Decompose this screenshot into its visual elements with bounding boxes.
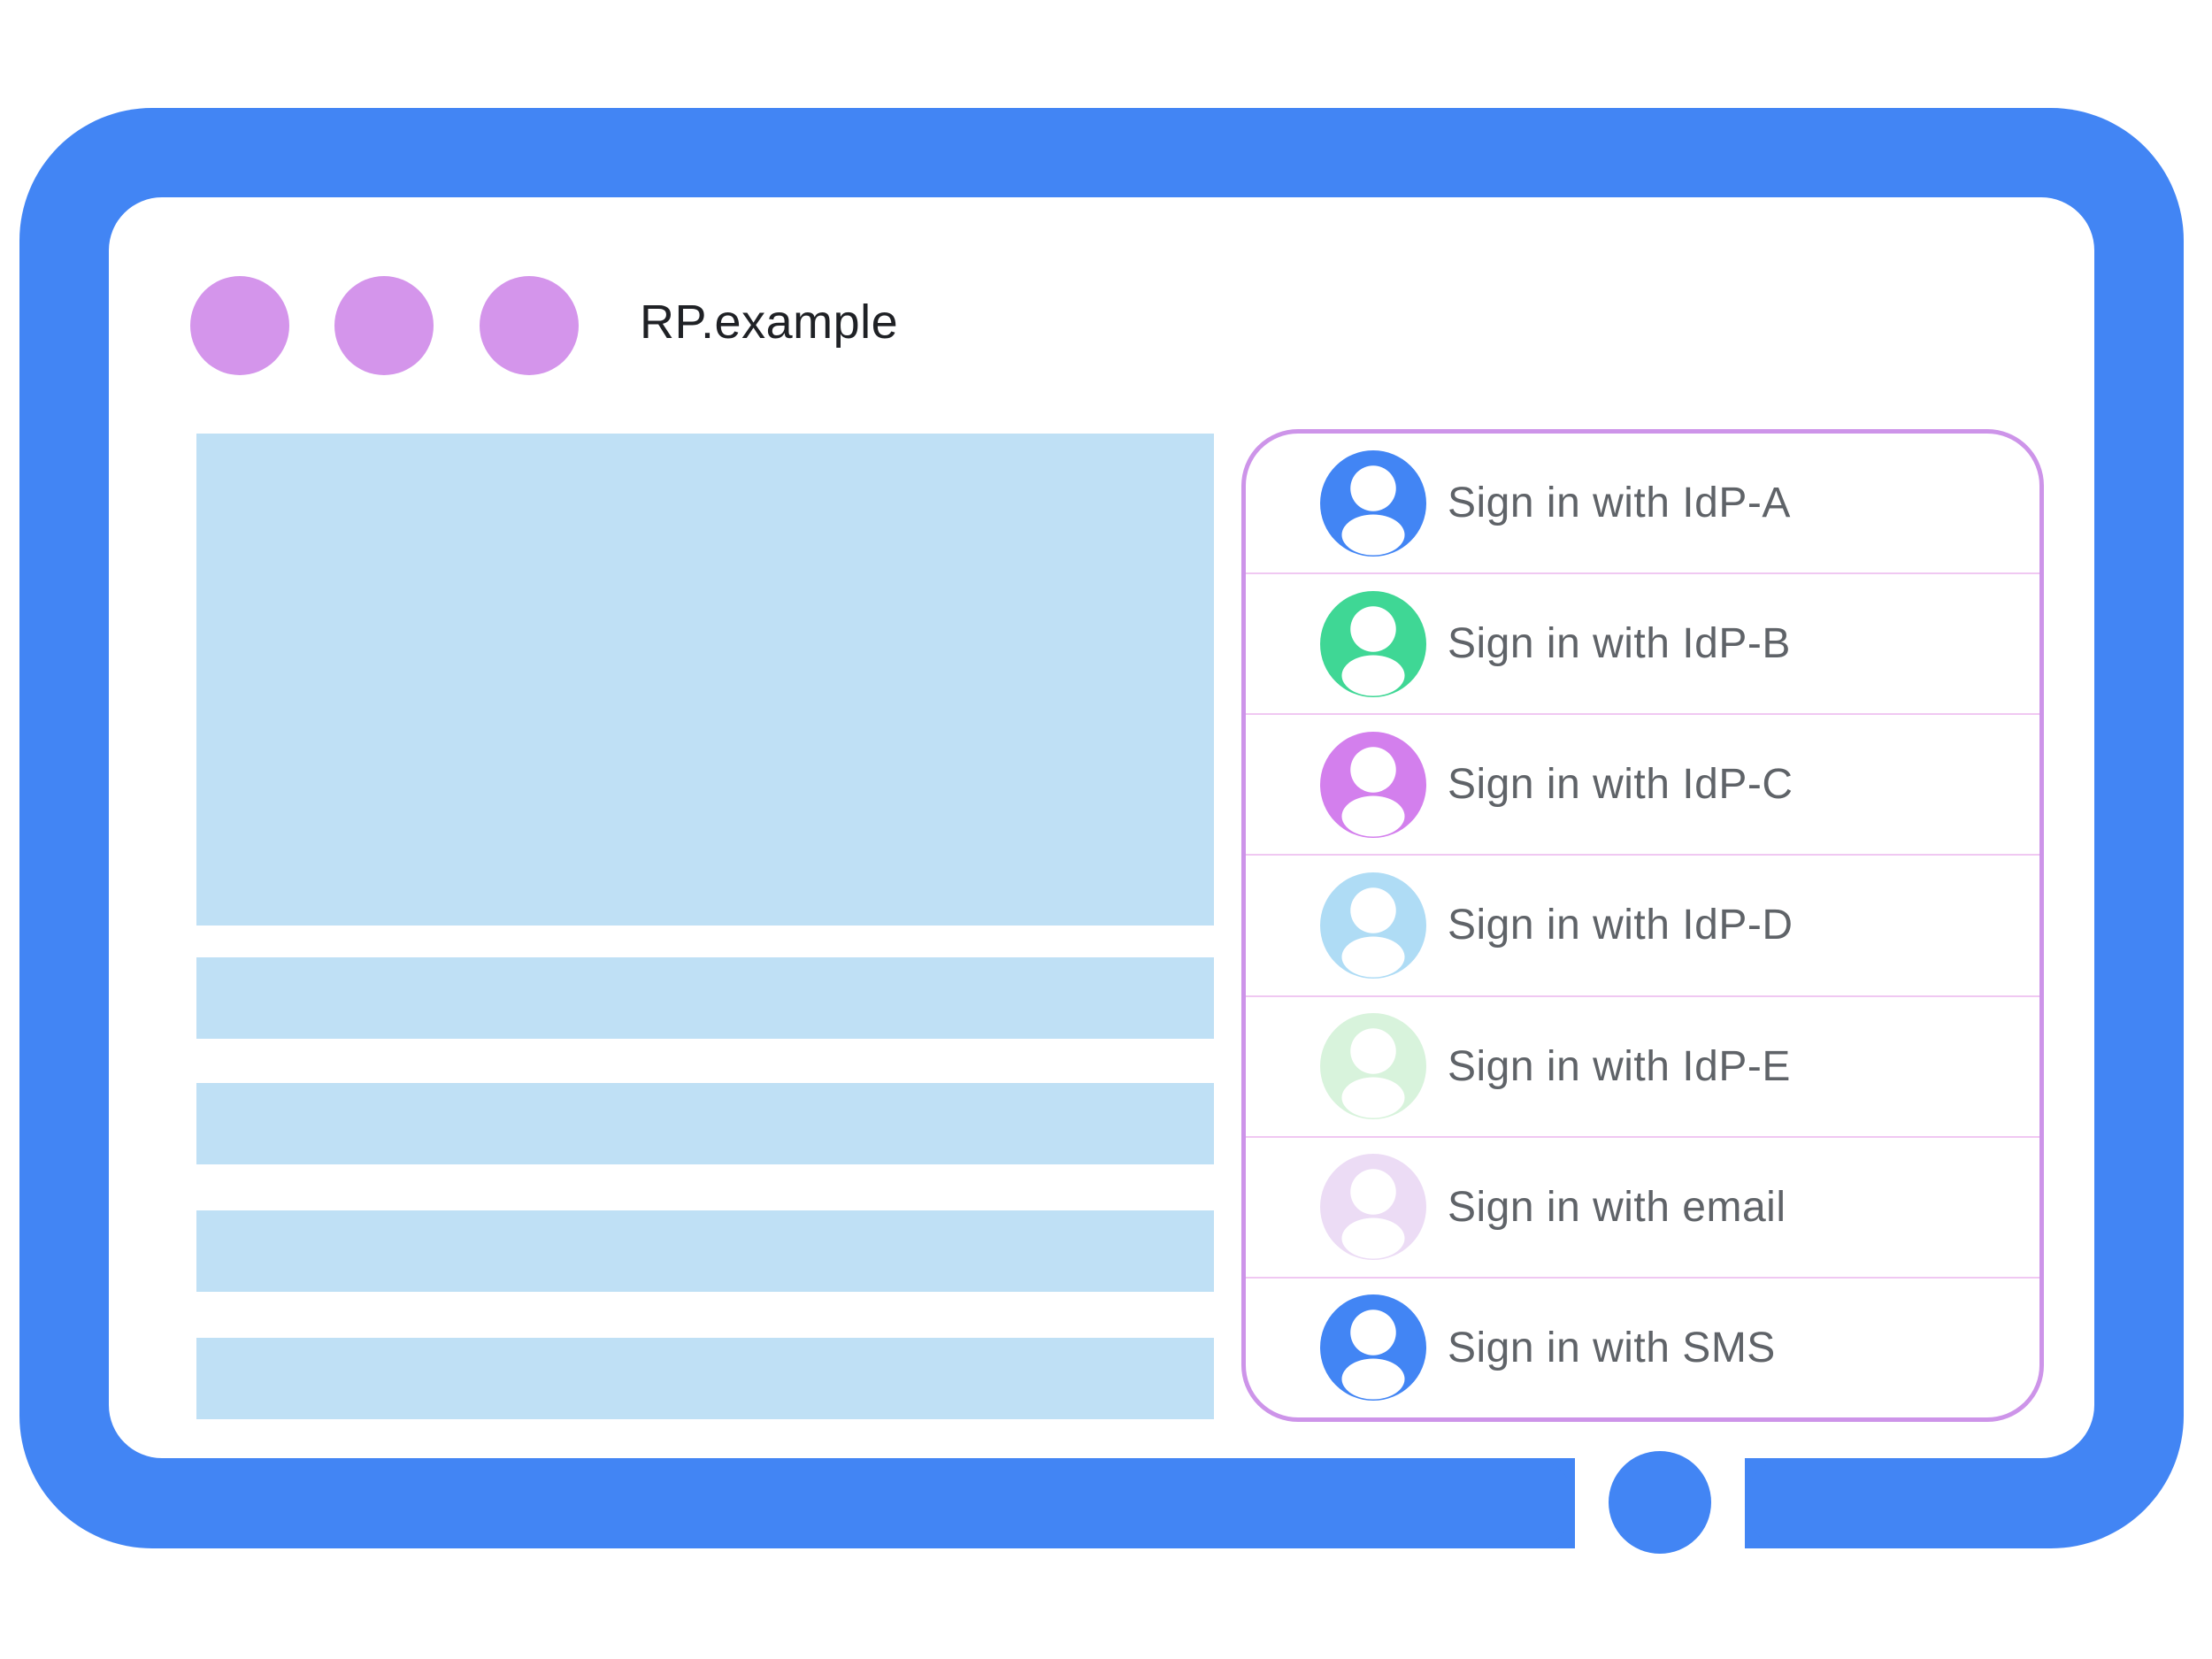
signin-option[interactable]: Sign in with SMS xyxy=(1246,1276,2039,1417)
signin-option[interactable]: Sign in with IdP-C xyxy=(1246,713,2039,854)
content-placeholder-block xyxy=(196,434,1214,926)
person-avatar-icon xyxy=(1320,1013,1426,1120)
window-dot-icon xyxy=(480,276,579,375)
window-dot-icon xyxy=(190,276,289,375)
signin-option[interactable]: Sign in with IdP-D xyxy=(1246,854,2039,995)
content-placeholder-line xyxy=(196,1338,1214,1419)
device-frame: RP.example Sign in with IdP-A Sign in wi… xyxy=(19,108,2184,1554)
signin-option[interactable]: Sign in with IdP-E xyxy=(1246,995,2039,1136)
person-avatar-icon xyxy=(1320,1294,1426,1402)
signin-option-label: Sign in with IdP-B xyxy=(1448,620,1791,668)
bottom-bar-right-cap xyxy=(1745,1458,1835,1548)
person-avatar-icon xyxy=(1320,731,1426,838)
content-placeholder-line xyxy=(196,1210,1214,1292)
signin-option-label: Sign in with email xyxy=(1448,1183,1786,1231)
page-title: RP.example xyxy=(640,296,899,349)
signin-option-label: Sign in with IdP-E xyxy=(1448,1042,1791,1090)
person-avatar-icon xyxy=(1320,872,1426,979)
signin-option-label: Sign in with IdP-A xyxy=(1448,480,1791,527)
content-placeholder-line xyxy=(196,957,1214,1039)
browser-window: RP.example Sign in with IdP-A Sign in wi… xyxy=(109,197,2094,1458)
bottom-bar-left-cap xyxy=(1485,1458,1575,1548)
signin-option-label: Sign in with IdP-C xyxy=(1448,761,1793,809)
signin-option-label: Sign in with SMS xyxy=(1448,1324,1776,1371)
signin-panel: Sign in with IdP-A Sign in with IdP-B Si… xyxy=(1241,429,2044,1422)
window-dot-icon xyxy=(334,276,434,375)
signin-option-label: Sign in with IdP-D xyxy=(1448,902,1793,949)
signin-option[interactable]: Sign in with email xyxy=(1246,1135,2039,1277)
person-avatar-icon xyxy=(1320,590,1426,697)
content-placeholder-line xyxy=(196,1083,1214,1164)
home-button xyxy=(1609,1451,1711,1554)
signin-option[interactable]: Sign in with IdP-B xyxy=(1246,572,2039,713)
signin-option[interactable]: Sign in with IdP-A xyxy=(1246,434,2039,572)
person-avatar-icon xyxy=(1320,449,1426,557)
person-avatar-icon xyxy=(1320,1154,1426,1261)
